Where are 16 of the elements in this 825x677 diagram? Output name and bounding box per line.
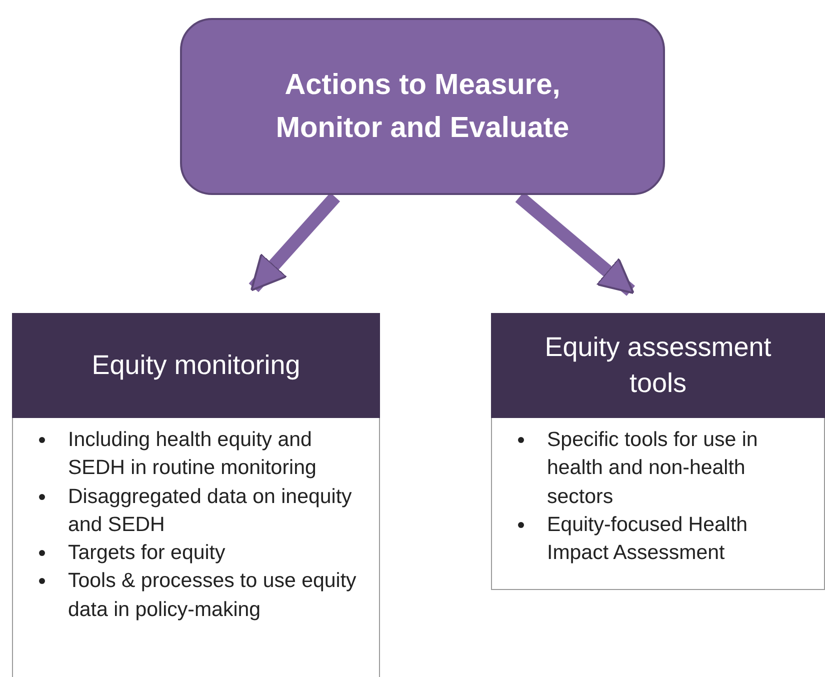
arrow	[515, 192, 635, 296]
bullet-item: Equity-focused Health Impact Assessment	[547, 512, 748, 564]
bullet-list-panel	[12, 418, 380, 677]
bullet-list-panel	[491, 418, 825, 590]
bullet-item: Including health equity and SEDH in routine monitoring	[68, 428, 316, 480]
heading-text: Actions to Measure, Monitor and Evaluate	[274, 68, 570, 146]
category-header	[491, 313, 825, 418]
header-text: Equity assessment tools	[544, 331, 772, 400]
bullet-item: Tools & processes to use equity data in policy-making	[68, 569, 356, 621]
category-header	[12, 313, 380, 418]
bullet-item: Disaggregated data on inequity and SEDH	[68, 484, 352, 536]
bullet-item: Specific tools for use in health and non-health sectors	[547, 428, 758, 508]
header-text: Equity monitoring	[92, 348, 300, 382]
arrow	[248, 192, 340, 292]
bullet-item: Targets for equity	[68, 541, 226, 564]
rounded-heading-box	[180, 18, 665, 195]
